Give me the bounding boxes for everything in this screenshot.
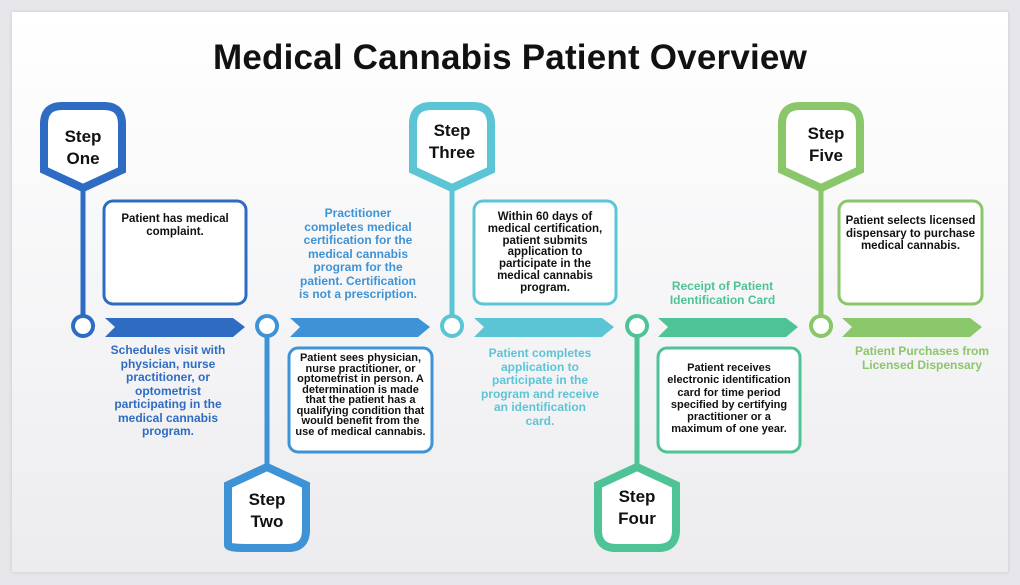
step-three-arrow — [474, 318, 614, 337]
step-one-box — [102, 199, 248, 306]
step-two-box-text: Patient sees physician, nurse practition… — [295, 352, 426, 438]
step-two-caption: Practitioner completes medical certifica… — [298, 206, 418, 301]
step-label-line: Step — [248, 490, 286, 509]
step-label-line: One — [66, 149, 100, 168]
step-two-pin — [255, 314, 280, 338]
step-five-badge — [778, 102, 864, 193]
step-five-caption: Patient Purchases from Licensed Dispensa… — [854, 344, 990, 372]
step-three-caption: Patient completes application to partici… — [480, 346, 600, 428]
step-four-box — [656, 346, 802, 454]
step-label-line: Step — [618, 487, 656, 506]
step-two-badge — [224, 462, 310, 552]
step-two-arrow — [290, 318, 430, 337]
step-four-marker — [594, 314, 802, 552]
step-four-badge — [594, 462, 680, 552]
step-two-box — [287, 346, 434, 454]
step-one-marker — [40, 102, 248, 338]
step-five-box — [837, 199, 984, 306]
step-label-line: Five — [808, 146, 844, 165]
step-label-line: Four — [618, 509, 656, 528]
step-label-line: Step — [807, 124, 845, 143]
step-four-arrow — [658, 318, 798, 337]
step-five-marker — [778, 102, 984, 338]
step-one-arrow — [105, 318, 245, 337]
step-label-line: Two — [250, 512, 284, 531]
page-title: Medical Cannabis Patient Overview — [212, 38, 808, 77]
step-four-pin — [625, 314, 650, 338]
step-label-line: Three — [428, 143, 476, 162]
step-label-line: Step — [433, 121, 471, 140]
step-two-marker — [224, 314, 434, 552]
step-one-caption: Schedules visit with physician, nurse pr… — [110, 343, 226, 438]
step-three-pin — [440, 314, 465, 338]
step-five-pin — [809, 314, 834, 338]
step-three-marker — [409, 102, 618, 338]
step-three-box-text: Within 60 days of medical certification,… — [487, 211, 603, 294]
step-one-box-text: Patient has medical complaint. — [121, 213, 229, 238]
step-one-badge — [40, 102, 126, 193]
step-four-caption: Receipt of Patient Identification Card — [669, 279, 776, 307]
step-three-box — [472, 199, 618, 306]
step-three-badge — [409, 102, 495, 193]
step-label-line: Step — [64, 127, 102, 146]
step-five-arrow — [842, 318, 982, 337]
step-four-box-text: Patient receives electronic identificati… — [667, 362, 791, 436]
step-five-box-text: Patient selects licensed dispensary to p… — [845, 215, 976, 252]
step-one-pin — [71, 314, 96, 338]
